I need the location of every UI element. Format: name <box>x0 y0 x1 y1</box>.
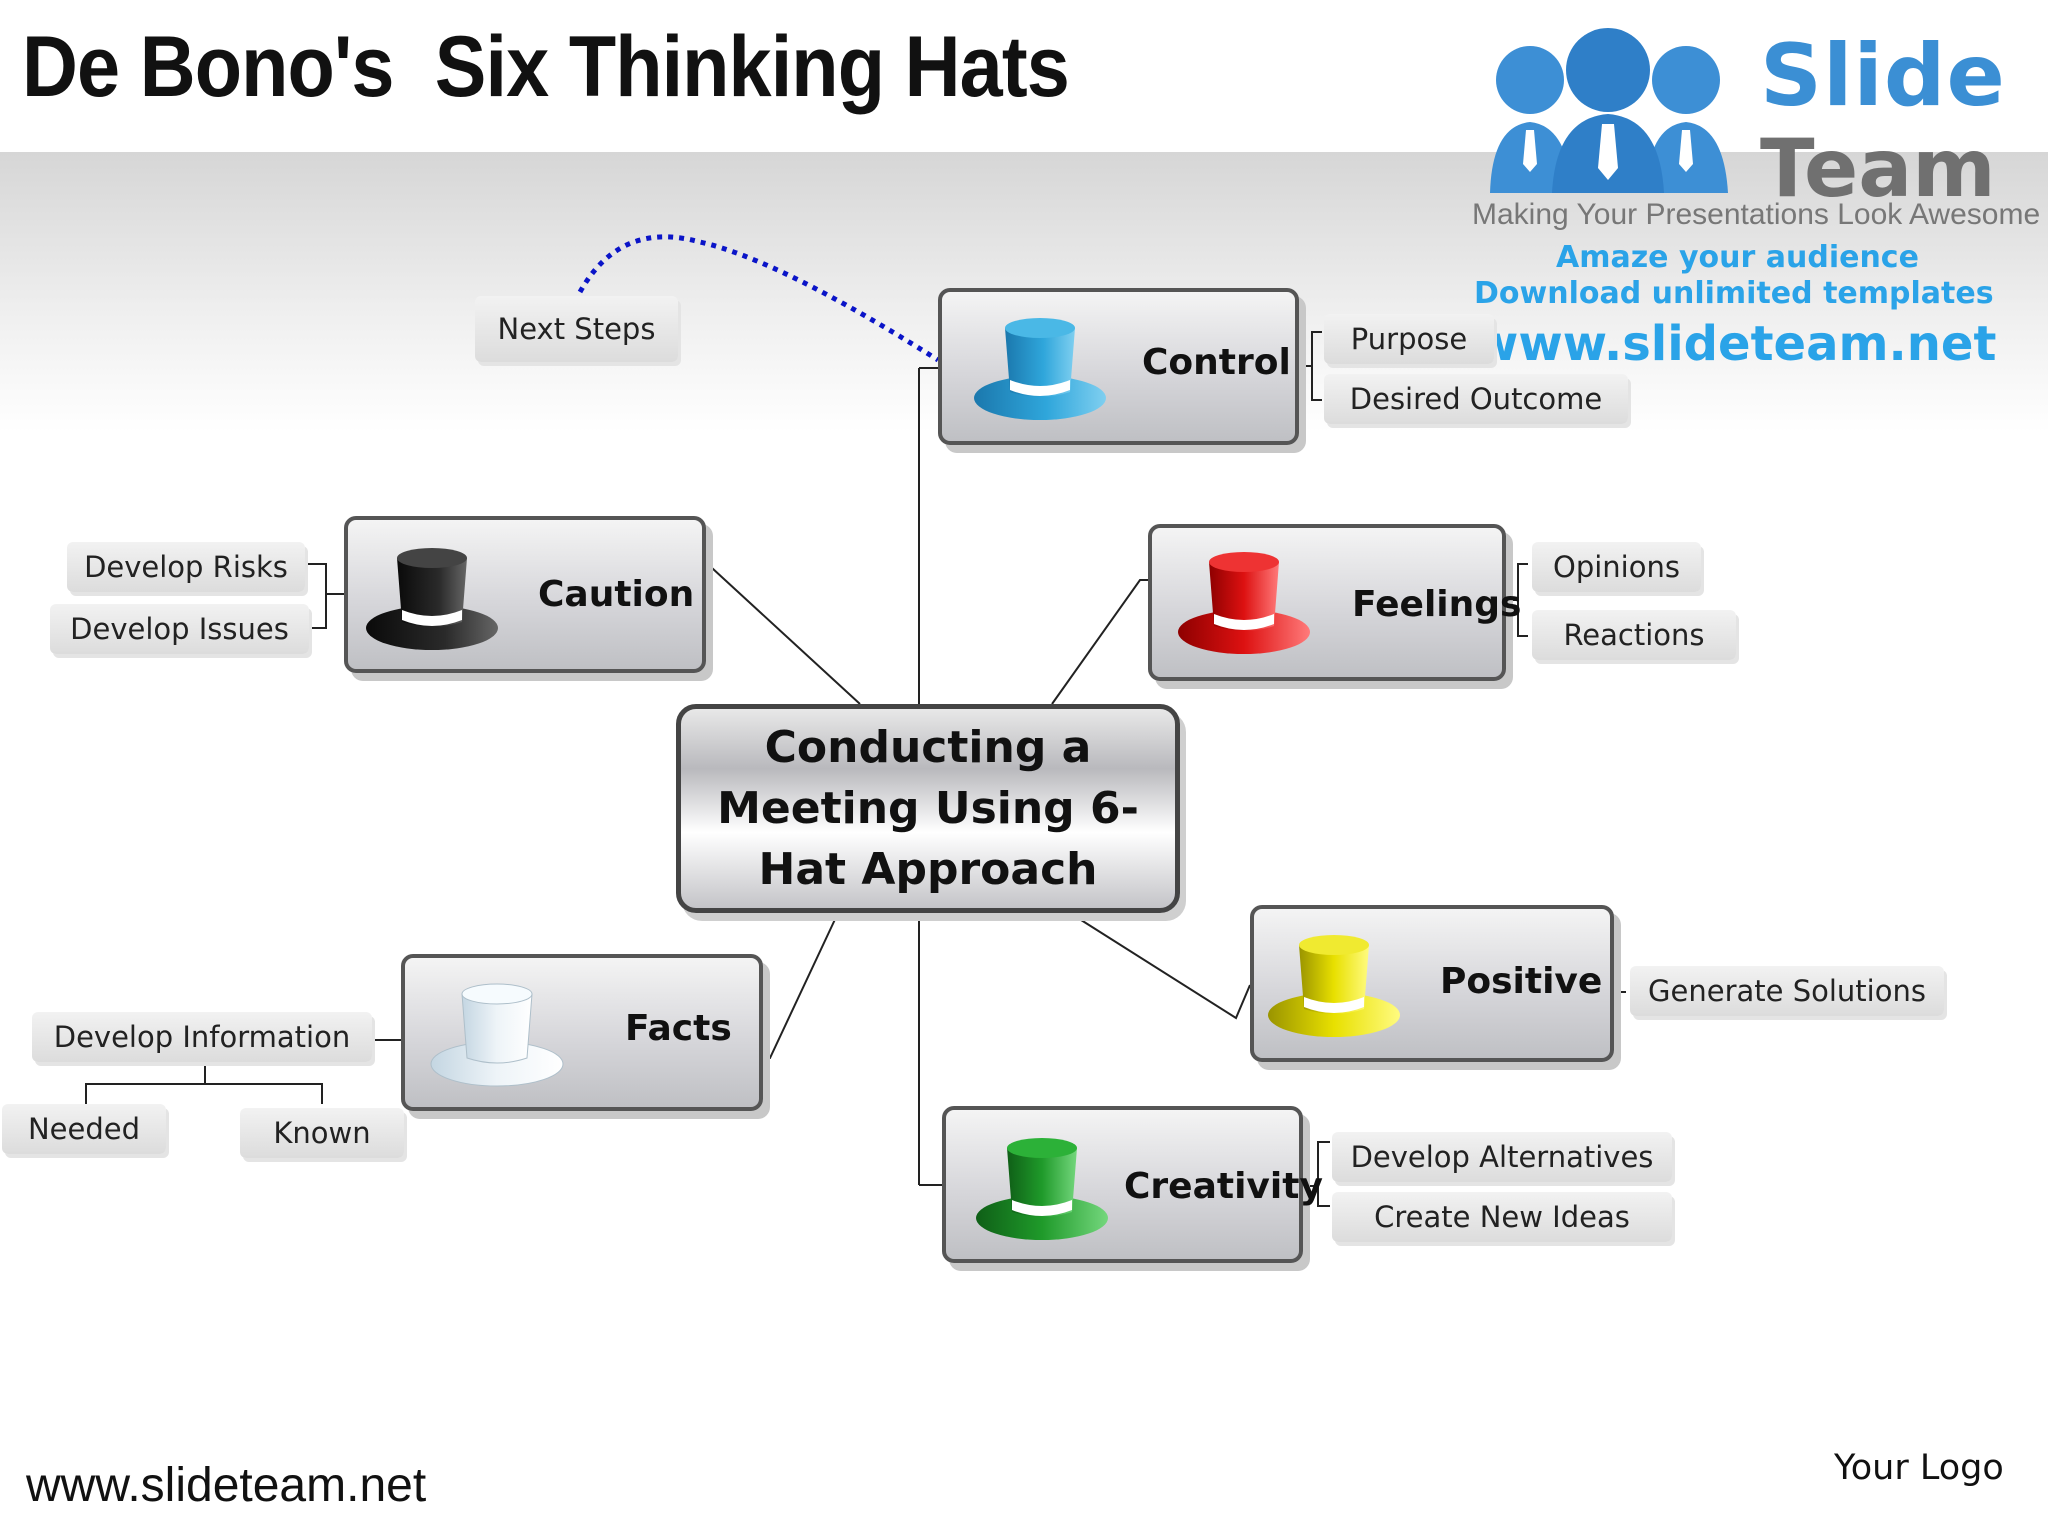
node-feelings-label: Feelings <box>1352 584 1522 625</box>
promo-url: www.slideteam.net <box>1474 316 1997 372</box>
tag-known: Known <box>240 1108 404 1158</box>
white-hat-icon <box>430 983 564 1087</box>
node-caution-label: Caution <box>538 574 695 615</box>
brand-team: Team <box>1760 122 1996 215</box>
blue-hat-icon <box>974 318 1106 420</box>
node-positive-label: Positive <box>1440 961 1603 1002</box>
node-creativity-label: Creativity <box>1124 1166 1323 1207</box>
slideteam-logo: Slide Team Making Your Presentations Loo… <box>1460 18 2040 378</box>
yellow-hat-icon <box>1268 935 1400 1037</box>
footer-url: www.slideteam.net <box>26 1459 427 1512</box>
central-topic: Conducting a Meeting Using 6-Hat Approac… <box>676 704 1180 913</box>
slide-title: De Bono's Six Thinking Hats <box>22 19 1070 115</box>
promo-line-2: Download unlimited templates <box>1474 276 1994 311</box>
tag-develop-alternatives: Develop Alternatives <box>1332 1132 1672 1182</box>
tag-next-steps: Next Steps <box>475 296 678 362</box>
brand-tagline: Making Your Presentations Look Awesome <box>1472 198 2041 231</box>
your-logo-placeholder: Your Logo <box>1834 1448 2004 1488</box>
node-control: Control <box>938 288 1299 445</box>
tag-purpose: Purpose <box>1324 314 1494 364</box>
tag-desired-outcome: Desired Outcome <box>1324 374 1628 424</box>
tag-opinions: Opinions <box>1532 542 1701 592</box>
green-hat-icon <box>976 1138 1108 1240</box>
tag-create-new-ideas: Create New Ideas <box>1332 1192 1672 1242</box>
red-hat-icon <box>1178 552 1310 654</box>
tag-reactions: Reactions <box>1532 610 1736 660</box>
node-caution: Caution <box>344 516 706 673</box>
node-feelings: Feelings <box>1148 524 1521 681</box>
tag-generate-solutions: Generate Solutions <box>1630 966 1944 1016</box>
node-positive: Positive <box>1250 905 1614 1062</box>
black-hat-icon <box>366 548 498 650</box>
people-icon <box>1490 28 1728 193</box>
tag-needed: Needed <box>2 1104 166 1154</box>
node-facts: Facts <box>401 954 763 1111</box>
tag-develop-information: Develop Information <box>32 1012 372 1062</box>
brand-slide: Slide <box>1760 26 2006 126</box>
tag-develop-issues: Develop Issues <box>50 604 309 654</box>
node-facts-label: Facts <box>625 1008 732 1049</box>
promo-line-1: Amaze your audience <box>1556 240 1919 275</box>
node-creativity: Creativity <box>942 1106 1323 1263</box>
central-topic-label: Conducting a Meeting Using 6-Hat Approac… <box>717 722 1139 895</box>
tag-develop-risks: Develop Risks <box>67 542 305 592</box>
node-control-label: Control <box>1142 342 1291 383</box>
